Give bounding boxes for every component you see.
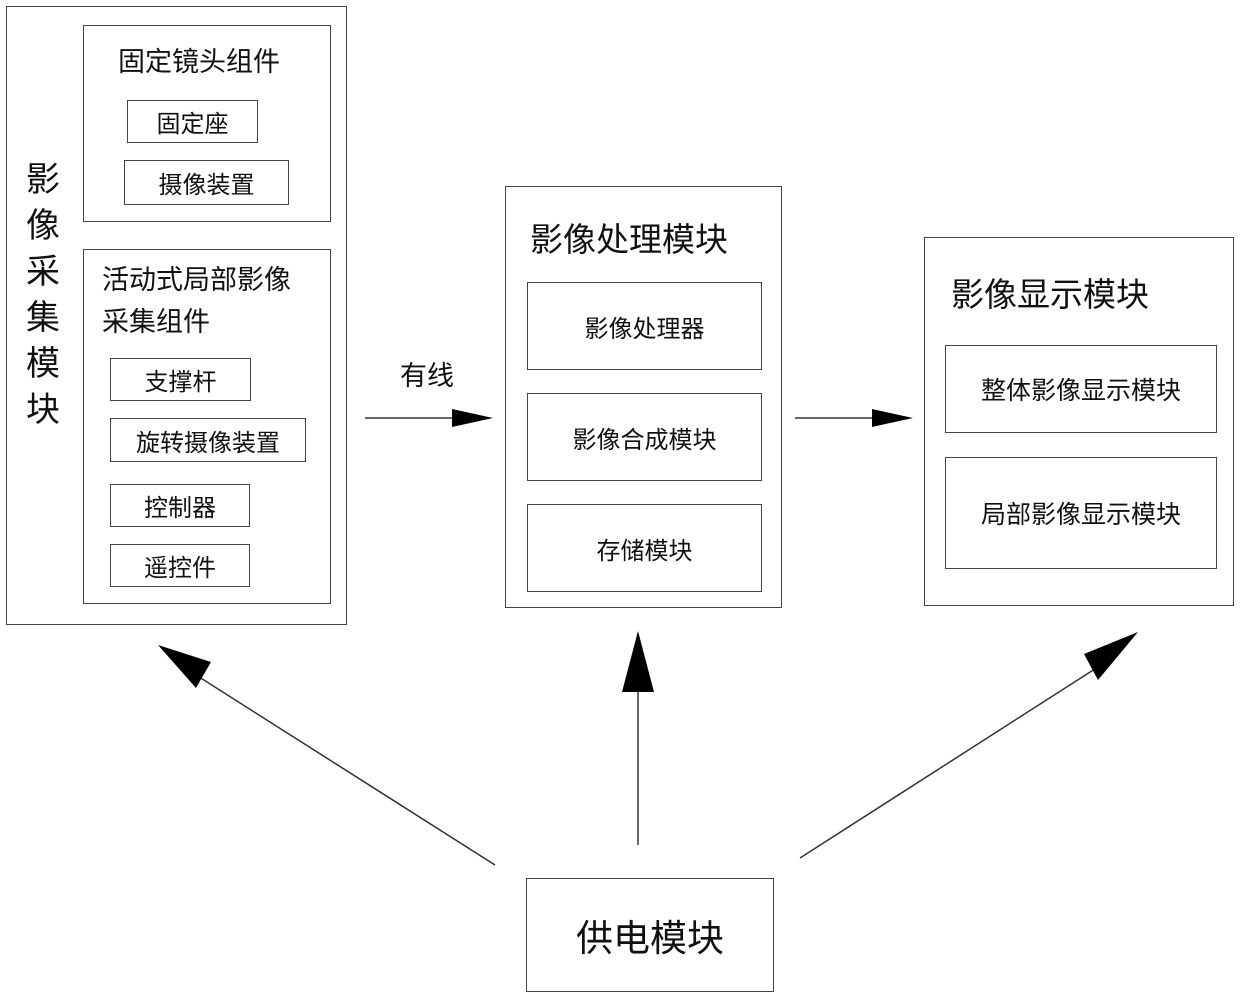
controller-item: 控制器 xyxy=(110,484,250,527)
processing-title: 影像处理模块 xyxy=(530,213,728,261)
active-capture-title-line1: 活动式局部影像 xyxy=(102,258,291,297)
overall-display-item: 整体影像显示模块 xyxy=(945,345,1217,433)
processing-module: 影像处理模块 影像处理器 影像合成模块 存储模块 xyxy=(505,186,782,608)
active-capture-title-line2: 采集组件 xyxy=(102,300,210,339)
storage-item: 存储模块 xyxy=(527,504,762,592)
power-module: 供电模块 xyxy=(526,878,774,992)
fixed-seat-item: 固定座 xyxy=(127,100,258,143)
display-module: 影像显示模块 整体影像显示模块 局部影像显示模块 xyxy=(924,237,1234,606)
arrow-power-to-acquisition xyxy=(185,668,495,865)
fixed-lens-group: 固定镜头组件 固定座 摄像装置 xyxy=(83,25,331,222)
support-rod-item: 支撑杆 xyxy=(110,358,251,401)
image-processor-item: 影像处理器 xyxy=(527,282,762,370)
rotating-camera-item: 旋转摄像装置 xyxy=(110,418,306,462)
arrowhead-display-bottom xyxy=(1084,632,1138,680)
acquisition-title: 影像采集模块 xyxy=(23,157,63,433)
arrowhead-acquisition-bottom xyxy=(158,645,211,688)
acquisition-module: 影像采集模块 固定镜头组件 固定座 摄像装置 活动式局部影像 采集组件 支撑杆 … xyxy=(6,6,347,625)
partial-display-item: 局部影像显示模块 xyxy=(945,457,1217,569)
image-synthesis-item: 影像合成模块 xyxy=(527,393,762,481)
remote-control-item: 遥控件 xyxy=(110,544,250,587)
arrow-power-to-display xyxy=(800,658,1112,858)
fixed-lens-title: 固定镜头组件 xyxy=(118,40,280,79)
wired-connection-label: 有线 xyxy=(400,354,454,393)
arrowhead-display-left xyxy=(872,409,913,427)
camera-device-item: 摄像装置 xyxy=(124,160,289,205)
arrowhead-processing-bottom xyxy=(622,631,654,692)
active-capture-group: 活动式局部影像 采集组件 支撑杆 旋转摄像装置 控制器 遥控件 xyxy=(83,249,331,604)
arrowhead-processing-left xyxy=(452,409,493,427)
display-title: 影像显示模块 xyxy=(951,268,1149,316)
